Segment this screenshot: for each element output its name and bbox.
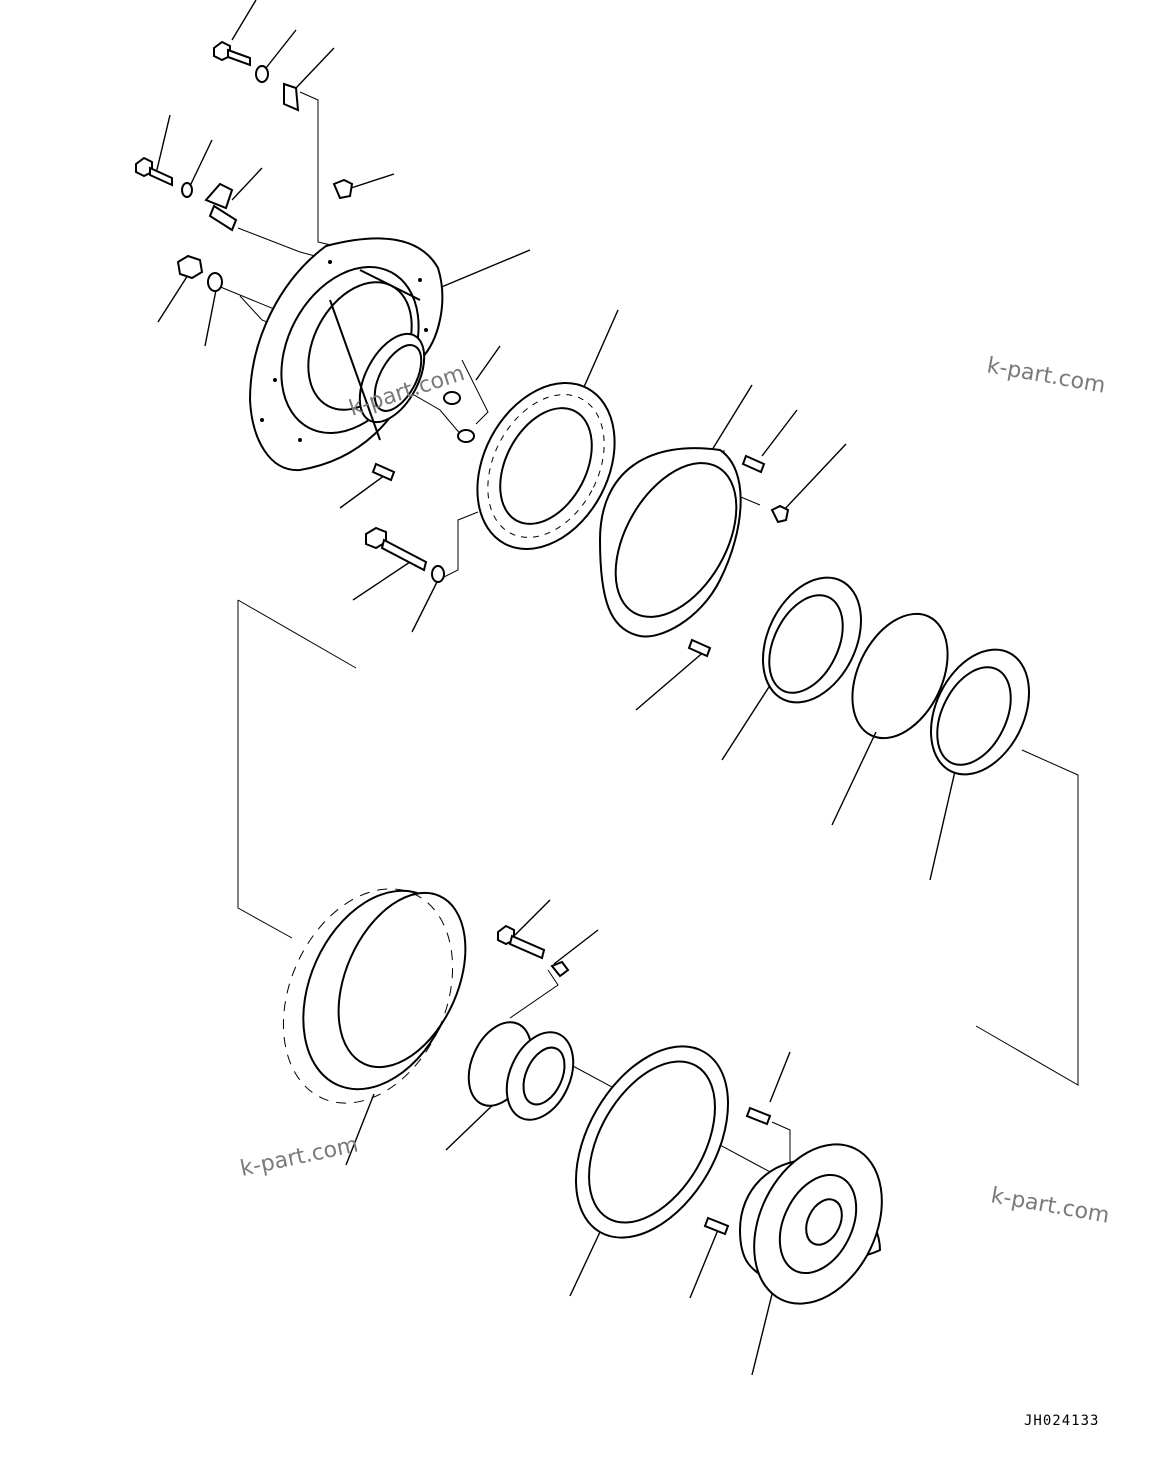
dowel-pin-lower-a <box>745 1106 772 1126</box>
cap-b <box>457 429 475 443</box>
bolt-lower <box>497 924 546 960</box>
washer-nut <box>207 272 223 292</box>
clutch-cover <box>598 447 742 638</box>
spline-hub <box>467 1021 575 1121</box>
flywheel-housing <box>248 237 444 472</box>
long-bolt <box>365 526 428 572</box>
damper-housing <box>738 1143 883 1305</box>
plug <box>332 178 354 200</box>
watermark-right-lower: k-part.com <box>989 1183 1111 1228</box>
cap-a <box>443 391 461 405</box>
dowel-pin-lower-b <box>703 1216 730 1236</box>
bolt-top <box>213 40 251 67</box>
lower-cover <box>575 1045 729 1239</box>
dowel-pin-cover <box>687 638 712 658</box>
watermark-right-upper: k-part.com <box>985 353 1107 398</box>
dowel-pin-housing <box>371 462 396 482</box>
oil-seal-a <box>761 576 863 704</box>
drawing-code: JH024133 <box>1024 1413 1099 1429</box>
washer-long-bolt <box>431 565 445 583</box>
ring-gear <box>282 888 467 1104</box>
nut <box>176 254 204 280</box>
o-ring <box>851 612 949 740</box>
dowel-pin-upper <box>741 454 766 474</box>
washer-top <box>255 65 269 83</box>
clip-bracket <box>283 82 300 112</box>
speed-sensor <box>204 182 238 232</box>
leader-lines <box>154 0 1079 1376</box>
washer-lower <box>550 960 570 978</box>
oil-seal-b <box>929 648 1031 776</box>
washer-sensor <box>181 182 193 198</box>
watermark-left-lower: k-part.com <box>238 1133 360 1182</box>
drive-plate <box>476 382 616 550</box>
small-bolt-upper <box>770 504 790 524</box>
bolt-sensor <box>135 156 173 187</box>
